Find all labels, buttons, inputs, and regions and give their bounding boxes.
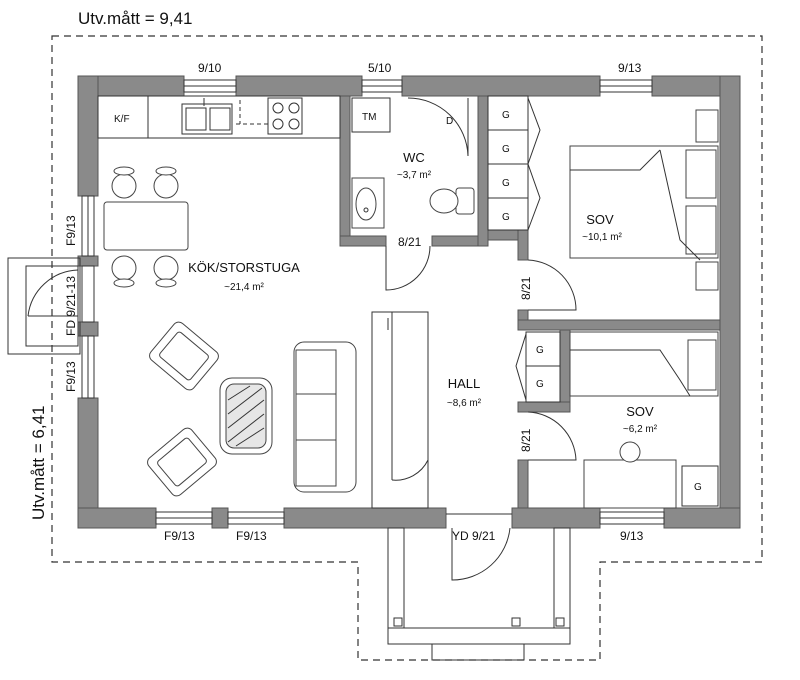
room-name-hall: HALL (448, 376, 481, 391)
toilet (429, 187, 475, 215)
room-name-wc: WC (403, 150, 425, 165)
wardrobes-hall (515, 331, 561, 403)
wardrobes-top (487, 95, 541, 231)
wardrobe-label-2: G (502, 144, 510, 155)
wc-door-swing (385, 245, 431, 291)
single-bed (569, 331, 719, 397)
kf-label: K/F (114, 114, 130, 125)
room-name-sov1: SOV (586, 212, 614, 227)
sofa (293, 341, 357, 493)
window-label-bottom-right: 9/13 (620, 529, 644, 543)
wardrobe-label-4: G (502, 212, 510, 223)
room-name-kitchen: KÖK/STORSTUGA (188, 260, 300, 275)
wardrobe-label-7: G (694, 482, 702, 493)
room-area-hall: ~8,6 m² (447, 398, 482, 409)
wc-sink (351, 177, 385, 229)
room-area-sov1: ~10,1 m² (582, 232, 622, 243)
wardrobe-label-5: G (536, 345, 544, 356)
entry-porch (387, 513, 571, 661)
d-label: D (446, 116, 453, 127)
washing-machine (351, 97, 391, 133)
door-label-wc: 8/21 (398, 235, 422, 249)
kitchen-counter (97, 95, 341, 139)
sov1-door-swing (527, 259, 577, 311)
wardrobe-label-1: G (502, 110, 510, 121)
door-label-sov1: 8/21 (519, 276, 533, 300)
width-dimension-label: Utv.mått = 9,41 (78, 9, 192, 28)
exterior-walls (77, 75, 741, 529)
hall-wardrobe (371, 311, 429, 509)
armchairs (147, 321, 219, 497)
wardrobe-label-3: G (502, 178, 510, 189)
window-label-left-door: FD 9/21-13 (64, 276, 78, 336)
windows (81, 79, 665, 525)
door-label-sov2: 8/21 (519, 428, 533, 452)
wardrobe-sov2 (681, 465, 719, 507)
dining-table (103, 166, 189, 288)
window-label-left-lower: F9/13 (64, 361, 78, 392)
room-area-sov2: ~6,2 m² (623, 424, 658, 435)
door-label-entry: YD 9/21 (452, 529, 496, 543)
room-area-kitchen: ~21,4 m² (224, 282, 264, 293)
depth-dimension-label: Utv.mått = 6,41 (29, 406, 48, 520)
tm-label: TM (362, 112, 376, 123)
room-area-wc: ~3,7 m² (397, 170, 432, 181)
roof-outline (51, 35, 763, 661)
window-label-top-left: 9/10 (198, 61, 222, 75)
left-patio-door (7, 257, 81, 355)
window-label-top-mid: 5/10 (368, 61, 392, 75)
double-bed (569, 109, 719, 291)
wardrobe-label-6: G (536, 379, 544, 390)
window-label-top-right: 9/13 (618, 61, 642, 75)
sov2-door-swing (527, 411, 577, 461)
window-label-bottom-left-2: F9/13 (236, 529, 267, 543)
room-name-sov2: SOV (626, 404, 654, 419)
dryer-door-swing (407, 97, 469, 157)
desk (583, 441, 677, 509)
coffee-table (219, 377, 273, 455)
window-label-bottom-left-1: F9/13 (164, 529, 195, 543)
window-label-left-upper: F9/13 (64, 215, 78, 246)
